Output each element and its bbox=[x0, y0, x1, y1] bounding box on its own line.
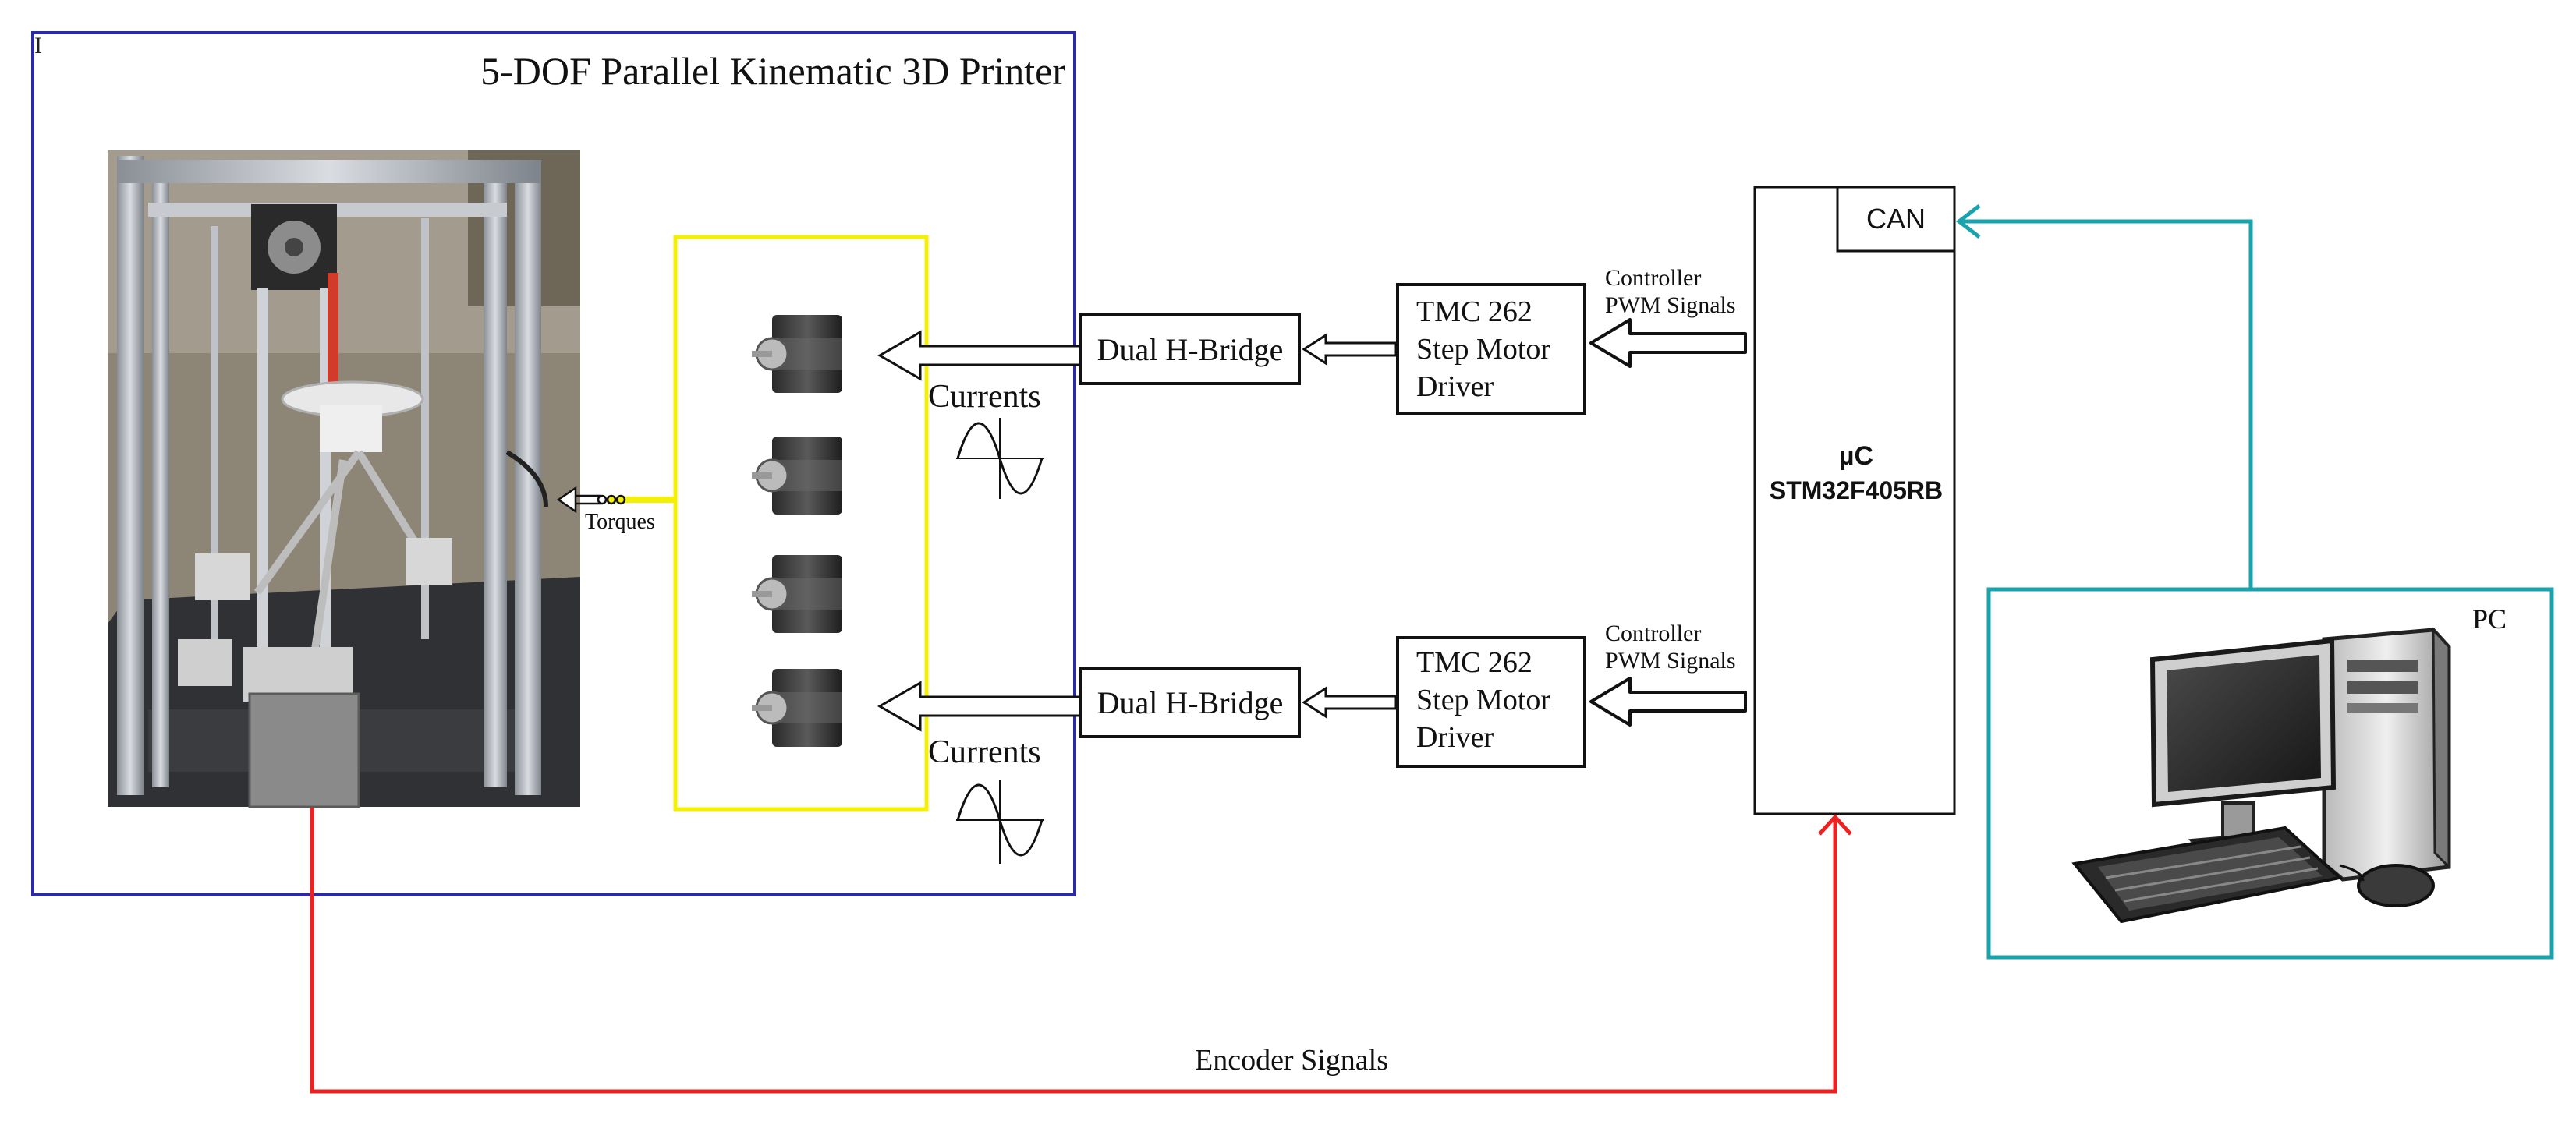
pwm-arrow-top bbox=[1589, 318, 1747, 368]
driver-bottom-line2: Step Motor bbox=[1416, 684, 1550, 716]
can-label: CAN bbox=[1866, 203, 1926, 235]
desktop-computer-icon bbox=[2071, 627, 2451, 924]
can-port bbox=[1836, 186, 1956, 253]
stepper-motor-icon bbox=[752, 555, 842, 633]
printer-group: I 5-DOF Parallel Kinematic 3D Printer bbox=[31, 31, 1076, 896]
can-bus-connector bbox=[1955, 204, 2253, 589]
driver-to-bridge-arrow-bottom bbox=[1302, 686, 1398, 719]
motor-frame bbox=[673, 235, 929, 812]
printer-corner-mark: I bbox=[34, 33, 42, 58]
torques-label: Torques bbox=[585, 510, 655, 534]
printer-title: 5-DOF Parallel Kinematic 3D Printer bbox=[480, 49, 1065, 93]
stepper-motor-icon bbox=[752, 669, 842, 747]
h-bridge-top: Dual H-Bridge bbox=[1079, 313, 1301, 385]
h-bridge-bottom: Dual H-Bridge bbox=[1079, 667, 1301, 738]
h-bridge-top-label: Dual H-Bridge bbox=[1097, 332, 1284, 367]
h-bridge-bottom-label: Dual H-Bridge bbox=[1097, 685, 1284, 720]
currents-label-bottom: Currents bbox=[928, 734, 1041, 770]
microcontroller-line1: µC bbox=[1839, 441, 1873, 471]
pwm-label-bottom-line2: PWM Signals bbox=[1605, 648, 1736, 674]
pc-group: PC bbox=[1986, 587, 2554, 960]
microcontroller-line2: STM32F405RB bbox=[1770, 476, 1943, 504]
sine-wave-icon bbox=[956, 780, 1044, 864]
encoder-label: Encoder Signals bbox=[1195, 1044, 1388, 1077]
driver-bottom: TMC 262 Step Motor Driver bbox=[1396, 636, 1586, 768]
driver-top-line1: TMC 262 bbox=[1416, 295, 1532, 328]
printer-photo bbox=[108, 150, 580, 808]
pwm-label-top-line1: Controller bbox=[1605, 265, 1701, 291]
driver-to-bridge-arrow-top bbox=[1302, 333, 1398, 366]
pc-frame bbox=[1986, 587, 2554, 960]
pc-label: PC bbox=[2472, 603, 2507, 635]
microcontroller-block: CAN µC STM32F405RB bbox=[1753, 186, 1956, 815]
encoder-signal-connector bbox=[310, 808, 1852, 1094]
currents-label-top: Currents bbox=[928, 379, 1041, 415]
stepper-motor-icon bbox=[752, 315, 842, 393]
pwm-label-bottom-line1: Controller bbox=[1605, 621, 1701, 646]
torque-arrow-icon bbox=[556, 486, 626, 514]
printer-frame bbox=[31, 31, 1076, 896]
driver-top-line3: Driver bbox=[1416, 370, 1494, 403]
pwm-label-top-line2: PWM Signals bbox=[1605, 292, 1736, 318]
driver-bottom-line1: TMC 262 bbox=[1416, 646, 1532, 679]
sine-wave-icon bbox=[956, 418, 1044, 499]
driver-top-line2: Step Motor bbox=[1416, 333, 1550, 366]
driver-bottom-line3: Driver bbox=[1416, 721, 1494, 754]
stepper-motor-icon bbox=[752, 437, 842, 515]
driver-top: TMC 262 Step Motor Driver bbox=[1396, 283, 1586, 415]
current-arrow-bottom bbox=[877, 681, 1081, 732]
current-arrow-top bbox=[877, 330, 1081, 381]
pwm-arrow-bottom bbox=[1589, 677, 1747, 727]
